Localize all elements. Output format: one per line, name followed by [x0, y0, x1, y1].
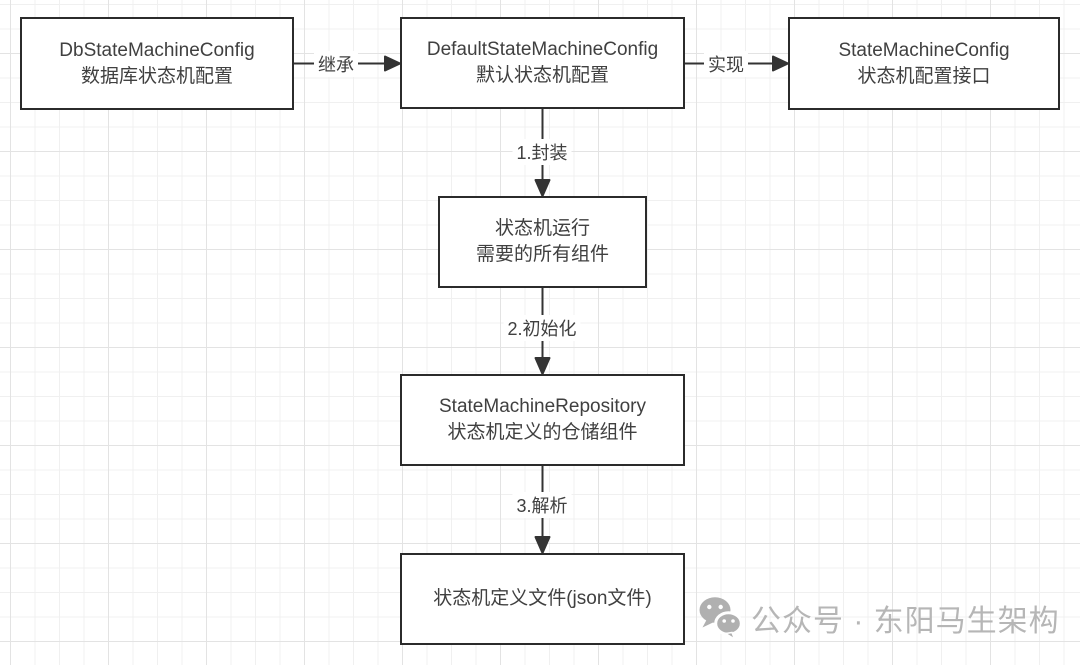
node-label-line2: 状态机配置接口 — [857, 65, 991, 87]
edge-label-step1: 1.封装 — [512, 139, 572, 165]
watermark-text: 公众号 · 东阳马生架构 — [751, 605, 1060, 638]
node-label-line1: DefaultStateMachineConfig — [426, 39, 659, 60]
node-state-machine-config-interface: StateMachineConfig 状态机配置接口 — [788, 17, 1060, 110]
node-runtime-components: 状态机运行 需要的所有组件 — [438, 196, 647, 288]
node-state-machine-repository: StateMachineRepository 状态机定义的仓储组件 — [400, 374, 685, 466]
edge-label-step3: 3.解析 — [512, 492, 572, 518]
node-label-line1: StateMachineRepository — [439, 396, 646, 417]
node-label-line1: 状态机定义文件(json文件) — [433, 588, 652, 609]
node-label-line2: 默认状态机配置 — [475, 65, 609, 86]
edge-label-inherit: 继承 — [314, 51, 358, 77]
edge-label-implement: 实现 — [704, 51, 748, 77]
node-label-line1: DbStateMachineConfig — [59, 39, 255, 61]
node-label-line2: 数据库状态机配置 — [80, 65, 233, 87]
edge-label-step2: 2.初始化 — [503, 315, 581, 341]
node-default-state-machine-config: DefaultStateMachineConfig 默认状态机配置 — [400, 17, 685, 109]
node-db-state-machine-config: DbStateMachineConfig 数据库状态机配置 — [20, 17, 294, 110]
node-label-line2: 状态机定义的仓储组件 — [447, 422, 638, 443]
node-label-line1: StateMachineConfig — [838, 39, 1010, 61]
watermark: 公众号 · 东阳马生架构 — [698, 596, 1060, 640]
node-label-line1: 状态机运行 — [494, 218, 590, 239]
node-label-line2: 需要的所有组件 — [475, 244, 609, 265]
node-state-machine-definition-file: 状态机定义文件(json文件) — [400, 553, 685, 645]
wechat-icon — [699, 597, 742, 640]
